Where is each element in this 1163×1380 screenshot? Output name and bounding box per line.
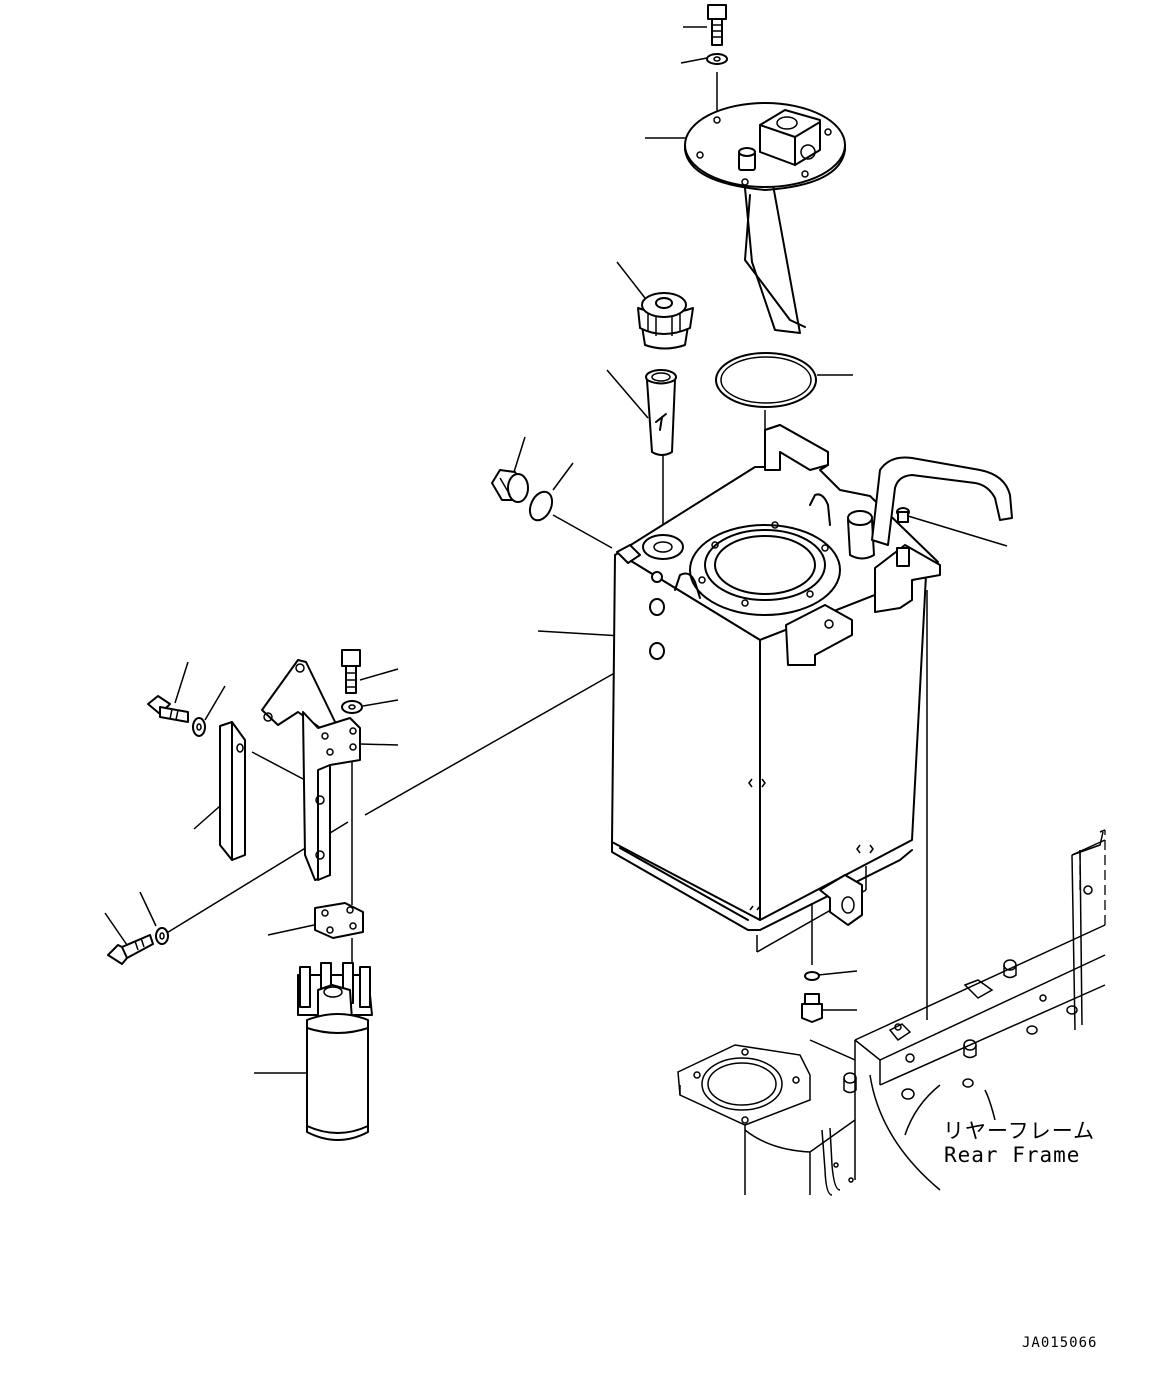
breather-cap — [637, 292, 694, 350]
filter-mounting-bracket — [261, 659, 361, 881]
spacer-plate — [314, 902, 364, 939]
filter-cartridge — [306, 1013, 369, 1141]
rear-frame-label-jp: リヤーフレーム — [943, 1119, 1095, 1143]
strainer — [645, 369, 677, 456]
bracket-washer — [341, 700, 363, 714]
small-o-ring — [528, 490, 554, 522]
top-washer — [706, 53, 728, 65]
guard-plate — [219, 721, 246, 861]
sight-plug — [491, 469, 529, 503]
bracket-bolt — [341, 649, 361, 694]
side-bolt-upper — [147, 695, 189, 723]
drain-o-ring — [804, 971, 820, 981]
tank-cap-bolt — [896, 507, 910, 523]
rear-frame — [677, 829, 1106, 1196]
side-washer-upper — [192, 717, 206, 737]
drawing-code: JA015066 — [1022, 1335, 1097, 1351]
leader-lines — [104, 26, 1008, 1074]
large-o-ring — [715, 352, 817, 408]
drain-plug — [801, 993, 823, 1023]
top-bolt — [707, 4, 727, 46]
side-washer-lower — [155, 927, 169, 945]
side-bolt-lower — [107, 934, 154, 965]
hydraulic-tank — [611, 424, 1013, 931]
suction-flange-plate — [684, 102, 846, 334]
rear-frame-label-en: Rear Frame — [944, 1143, 1080, 1167]
